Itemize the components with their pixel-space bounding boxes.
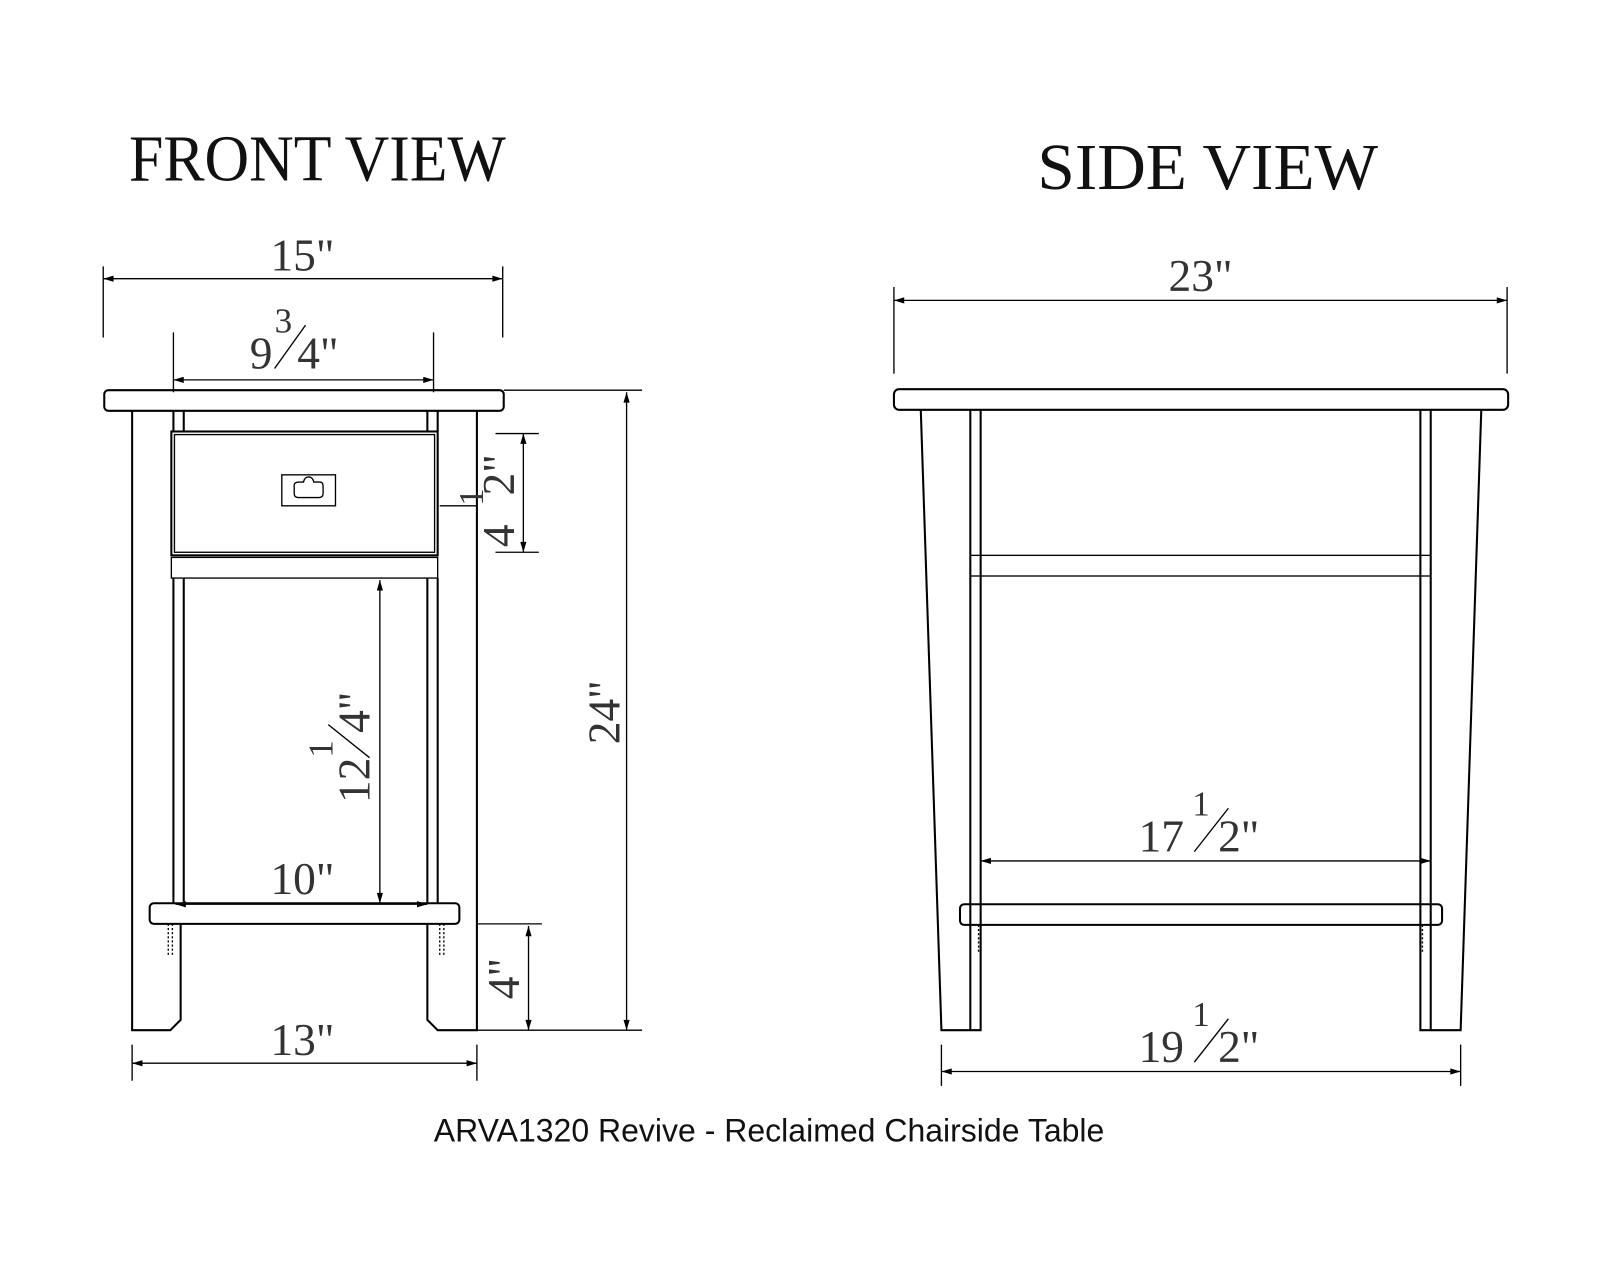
dim-drawer-height: 4 1 2" [452,454,524,547]
front-view-dimensions: 15" 9 3 4" 24" 4 1 2" 12 1 4" [102,230,643,1081]
right-leg [426,410,478,1032]
drawer-pull-icon [281,474,337,507]
dim-numerator: 1 [1192,995,1210,1034]
tabletop [103,389,505,412]
dim-denominator: 2" [474,454,524,495]
side-view-title: SIDE VIEW [1037,131,1378,204]
dim-denominator: 4" [330,692,380,733]
dim-numerator: 3 [275,301,293,340]
dim-numerator: 1 [1192,784,1210,823]
drawer-inner-edge [173,433,436,553]
drawer-front [170,430,439,557]
dim-shelf-depth: 17 1 2" [1139,784,1260,861]
dim-overall-height: 24" [579,680,629,744]
dim-whole: 4 [474,524,524,547]
dim-denominator: 4" [297,329,338,379]
dim-whole: 12 [330,758,380,803]
dim-denominator: 2" [1218,1022,1259,1072]
dim-whole: 17 [1139,812,1184,862]
side-view-outline [892,388,1510,1032]
side-rail [969,554,1432,577]
dim-overall-width: 15" [270,230,334,280]
side-lower-shelf [958,903,1444,926]
dim-base-width: 13" [270,1015,334,1065]
dim-whole: 9 [250,329,273,379]
dim-denominator: 2" [1218,812,1259,862]
dim-overall-depth: 23" [1169,251,1233,301]
dim-numerator: 1 [301,740,340,758]
dim-drawer-width: 9 3 4" [250,301,339,378]
side-left-leg [919,409,982,1032]
side-tabletop [892,388,1510,411]
lower-shelf [148,902,461,925]
side-right-leg [1419,409,1483,1032]
dim-shelf-clearance: 4" [479,958,529,999]
left-leg [131,410,185,1032]
dim-opening-height: 12 1 4" [301,692,379,803]
dim-whole: 19 [1139,1022,1184,1072]
dim-shelf-width: 10" [270,854,334,904]
dim-numerator: 1 [452,488,491,506]
front-view-title: FRONT VIEW [129,123,506,196]
front-view-outline [103,389,505,1032]
drawing-caption: ARVA1320 Revive - Reclaimed Chairside Ta… [434,1113,1105,1149]
front-rail [170,556,439,579]
side-view-dimensions: 23" 17 1 2" 19 1 2" [893,251,1508,1086]
dim-base-depth: 19 1 2" [1139,995,1260,1072]
shelf-brackets [167,923,445,955]
